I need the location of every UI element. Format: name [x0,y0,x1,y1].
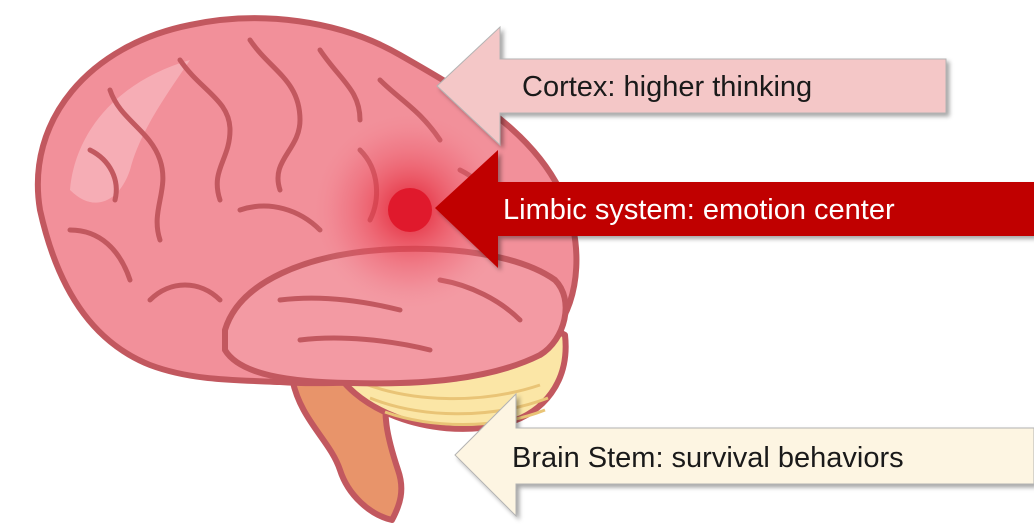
cortex-label: Cortex: higher thinking [522,71,812,103]
brainstem-label: Brain Stem: survival behaviors [512,442,904,474]
limbic-label: Limbic system: emotion center [503,194,895,226]
